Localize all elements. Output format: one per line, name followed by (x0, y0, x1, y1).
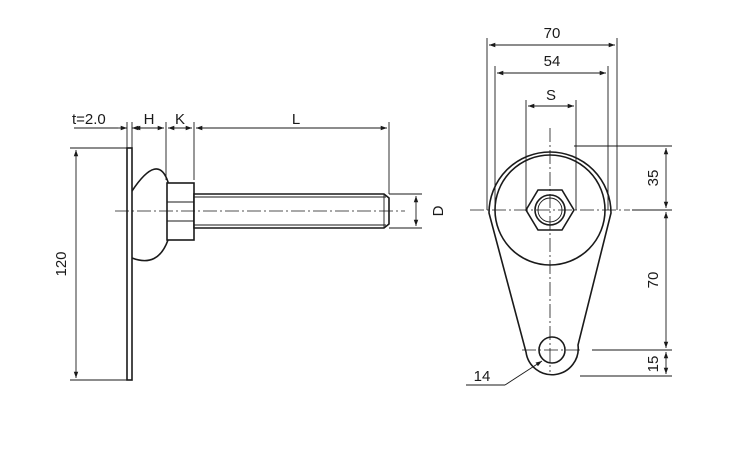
hex-nut-top (525, 189, 575, 231)
plan-view: 70 54 S 35 70 15 14 (466, 25, 672, 386)
hole-diameter-label: 14 (474, 368, 491, 385)
dim-spacing-label: 70 (645, 272, 662, 289)
dim-l-label: L (292, 111, 300, 128)
plate-thickness-label: t=2.0 (72, 111, 106, 128)
dim-k-label: K (175, 111, 185, 128)
hex-nut (166, 182, 195, 241)
base-plate (126, 147, 133, 381)
side-view: 120 t=2.0 H K L D (53, 111, 447, 381)
dim-upper-height-label: 35 (645, 170, 662, 187)
dim-lower-height-label: 15 (645, 356, 662, 373)
dim-inner-width-label: 54 (544, 53, 561, 70)
dim-d-label: D (430, 205, 447, 216)
dim-hex-label: S (546, 87, 556, 104)
dim-outer-width-label: 70 (544, 25, 561, 42)
dome (131, 168, 169, 262)
dim-height-label: 120 (53, 251, 70, 276)
dim-h-label: H (144, 111, 155, 128)
